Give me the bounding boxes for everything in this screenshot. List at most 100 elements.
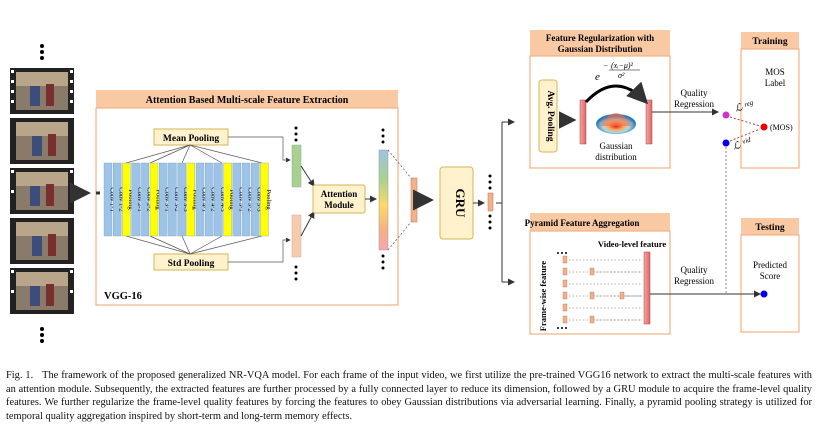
quality-regression-top-2: Regression — [674, 99, 714, 109]
quality-regression-top-1: Quality — [681, 88, 708, 98]
quality-regression-bottom-2: Regression — [674, 276, 714, 286]
feature-bar-right — [645, 99, 653, 145]
video-frame — [10, 168, 74, 214]
conv-layer-label: Conv 1-1 — [109, 187, 116, 211]
pyramid-title: Pyramid Feature Aggregation — [525, 218, 640, 228]
conv-layer — [241, 162, 251, 237]
attention-module-label-2: Module — [324, 200, 354, 210]
pooling-layer — [149, 162, 159, 237]
mos-point — [760, 123, 768, 131]
pooling-layer — [260, 162, 269, 237]
std-feature-bar — [291, 214, 302, 258]
conv-layer-label: Conv 4-2 — [210, 187, 217, 211]
mean-pooling-label: Mean Pooling — [163, 134, 219, 144]
fc-reduced-feature — [410, 177, 418, 223]
pooling-layer — [223, 162, 232, 237]
figure-caption: Fig. 1. The framework of the proposed ge… — [6, 369, 812, 423]
pooling-layer-label: Pooling — [155, 189, 162, 210]
loss-reg-sup: reg — [743, 98, 755, 109]
vgg-label: VGG-16 — [104, 291, 142, 302]
conv-layer-label: Conv 5-3 — [256, 187, 263, 211]
regularized-score-point — [722, 111, 730, 119]
regularization-panel — [529, 30, 671, 169]
quality-regression-bottom-1: Quality — [681, 265, 708, 275]
conv-layer-label: Conv 1-2 — [118, 187, 125, 211]
conv-layer — [158, 162, 168, 237]
branch-lines — [496, 118, 515, 286]
mean-feature-bar — [291, 144, 302, 188]
feature-dots — [294, 126, 298, 281]
conv-layer-label: Conv 3-3 — [182, 187, 189, 211]
predicted-score-point-train — [722, 139, 730, 147]
pooling-layer — [186, 162, 196, 237]
gaussian-label-2: distribution — [595, 152, 637, 162]
loss-reg-label: ℒ — [734, 102, 745, 115]
conv-layer — [250, 162, 260, 237]
conv-layer — [195, 162, 205, 237]
feature-bar-left — [579, 99, 587, 145]
pyramid-feature-cell — [562, 291, 568, 300]
video-frames — [10, 68, 74, 314]
pyramid-feature-cell — [619, 291, 625, 300]
conv-layer-label: Conv 2-1 — [136, 187, 143, 211]
gru-label: GRU — [453, 189, 468, 219]
avg-pooling-label: Avg. Pooling — [545, 90, 555, 141]
testing-label: Testing — [755, 223, 784, 233]
ellipsis-dots-top — [40, 44, 44, 60]
loss-vid-label: ℒ — [732, 140, 743, 153]
loss-vid-sup: vid — [741, 135, 752, 145]
pooling-layer-label: Pooling — [265, 189, 272, 210]
video-level-feature-bar — [643, 251, 651, 325]
pyramid-feature-cell — [589, 315, 595, 324]
attention-module-label-1: Attention — [321, 189, 358, 199]
pyramid-feature-cell — [562, 255, 568, 264]
conv-layer-label: Conv 5-1 — [237, 187, 244, 211]
pyramid-feature-cell — [589, 267, 595, 276]
gaussian-formula-e: e — [595, 71, 600, 83]
pooling-connections — [125, 136, 291, 263]
attention-title: Attention Based Multi-scale Feature Extr… — [146, 95, 349, 106]
training-label: Training — [752, 37, 787, 47]
gru-dots — [488, 174, 492, 230]
gaussian-label-1: Gaussian — [600, 141, 633, 151]
avg-pooling-box — [538, 79, 558, 153]
video-frame — [10, 68, 74, 114]
conv-layer — [204, 162, 214, 237]
pooling-layer-label: Pooling — [191, 189, 198, 210]
mos-label-1: MOS — [765, 67, 785, 77]
std-pooling-label: Std Pooling — [168, 259, 215, 269]
caption-text: The framework of the proposed generalize… — [6, 370, 812, 422]
pyramid-feature-cell — [589, 291, 595, 300]
frame-quality-feature — [487, 192, 494, 212]
gaussian-transform-arrow — [584, 81, 649, 105]
pooling-layer-label: Pooling — [127, 189, 134, 210]
conv-layer-label: Conv 3-2 — [173, 187, 180, 211]
pyramid-feature-cell — [562, 267, 568, 276]
video-frame — [10, 118, 74, 164]
pyramid-features — [557, 252, 642, 329]
conv-layer-label: Conv 2-2 — [145, 187, 152, 211]
conv-layer — [168, 162, 177, 237]
pyramid-panel — [529, 213, 671, 335]
attention-panel — [95, 90, 399, 306]
mos-label-2: Label — [765, 78, 786, 88]
video-frame — [10, 268, 74, 314]
conv-layer — [232, 162, 242, 237]
conv-layer-label: Conv 5-2 — [247, 187, 254, 211]
feature-reg-title-1: Feature Regularization with — [546, 33, 654, 43]
testing-panel — [740, 218, 800, 333]
ellipsis-dots-bottom — [40, 327, 44, 343]
conv-layer-label: Conv 3-1 — [164, 187, 171, 211]
pooling-layer — [122, 162, 131, 237]
conv-layer — [140, 162, 150, 237]
conv-layer — [177, 162, 186, 237]
caption-label: Fig. 1. — [6, 370, 34, 381]
conv-layer-label: Conv 4-3 — [219, 187, 226, 211]
multiscale-feature-column — [378, 149, 389, 251]
predicted-score-label-2: Score — [760, 271, 781, 281]
pooling-layer-label: Pooling — [228, 189, 235, 210]
frame-wise-feature-label: Frame-wise feature — [538, 261, 548, 332]
gaussian-formula-exp: − — [603, 61, 608, 70]
